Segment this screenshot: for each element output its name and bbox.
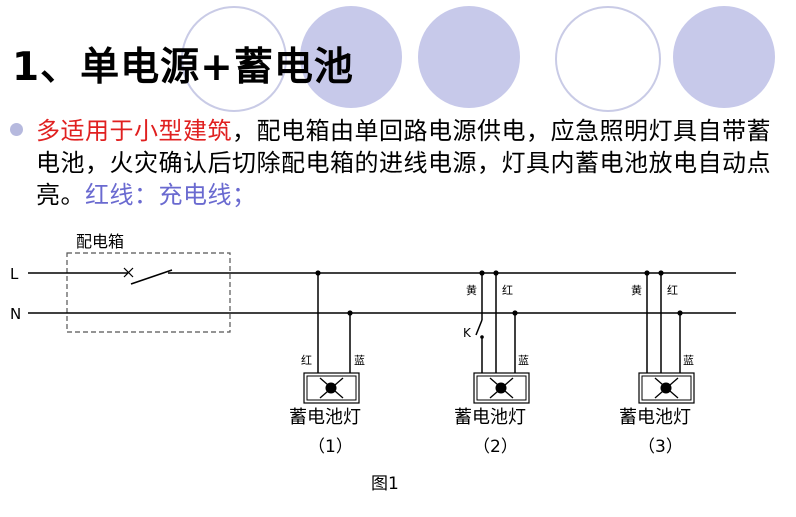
distribution-box	[66, 252, 231, 333]
lamp1-red-label: 红	[301, 354, 312, 367]
lamp2-red-label: 红	[502, 284, 513, 297]
lamp2-switch-label: K	[463, 326, 472, 340]
page-title: 1、单电源+蓄电池	[12, 45, 354, 90]
lamp3-node-n	[677, 310, 683, 316]
description-paragraph: 多适用于小型建筑，配电箱由单回路电源供电，应急照明灯具自带蓄电池，火灾确认后切除…	[36, 115, 771, 211]
lamp1-inner-box	[306, 375, 357, 401]
lamp3-red-label: 红	[667, 284, 678, 297]
line-n-label: N	[10, 305, 21, 323]
decor-circle-3	[418, 6, 520, 108]
lamp1-node-n	[347, 310, 353, 316]
lamp2-switch-blade	[475, 319, 483, 336]
lamp3-bulb-icon	[660, 382, 672, 394]
decor-circle-5	[673, 6, 775, 108]
lamp2-node-l2	[493, 270, 499, 276]
lamp3-node-l1	[644, 270, 650, 276]
lamp2-yellow-label: 黄	[466, 283, 477, 297]
highlight-blue-text: 红线：充电线；	[85, 181, 257, 209]
wiring-diagram: 配电箱 L N 红 蓝 蓄电池灯 （1） 黄 红 K 蓝 蓄电池灯 （2） 黄 …	[10, 232, 736, 494]
lamp2-node-l1	[479, 270, 485, 276]
main-text: ，配电箱由单回路电源供电，应急照明灯具自带蓄电池，火灾确认后切除配电箱的进线电源…	[36, 117, 771, 209]
lamp2-node-n	[512, 310, 518, 316]
decor-circle-4	[555, 6, 661, 112]
lamp3-index: （3）	[638, 437, 683, 457]
lamp1-index: （1）	[308, 437, 353, 457]
lamp1-blue-label: 蓝	[354, 354, 365, 367]
line-l-label: L	[10, 265, 19, 283]
main-switch-blade	[130, 269, 173, 285]
lamp3-inner-box	[641, 375, 692, 401]
lamp3-name: 蓄电池灯	[619, 407, 691, 428]
lamp2-index: （2）	[473, 437, 518, 457]
figure-label: 图1	[371, 474, 399, 494]
lamp3-node-l2	[658, 270, 664, 276]
decor-circle-2	[300, 6, 402, 108]
highlight-red-text: 多适用于小型建筑	[36, 117, 232, 145]
lamp1-name: 蓄电池灯	[289, 407, 361, 428]
lamp1-node-l	[315, 270, 321, 276]
bullet-icon	[10, 123, 23, 136]
box-label: 配电箱	[76, 232, 124, 251]
lamp1-bulb-icon	[325, 382, 337, 394]
decor-circle-1	[181, 6, 287, 112]
lamp3-blue-label: 蓝	[683, 354, 694, 367]
lamp2-name: 蓄电池灯	[454, 407, 526, 428]
switch-cross-2	[123, 267, 134, 278]
lamp2-inner-box	[476, 375, 527, 401]
lamp2-blue-label: 蓝	[518, 354, 529, 367]
lamp2-bulb-icon	[495, 382, 507, 394]
lamp3-yellow-label: 黄	[631, 283, 642, 297]
